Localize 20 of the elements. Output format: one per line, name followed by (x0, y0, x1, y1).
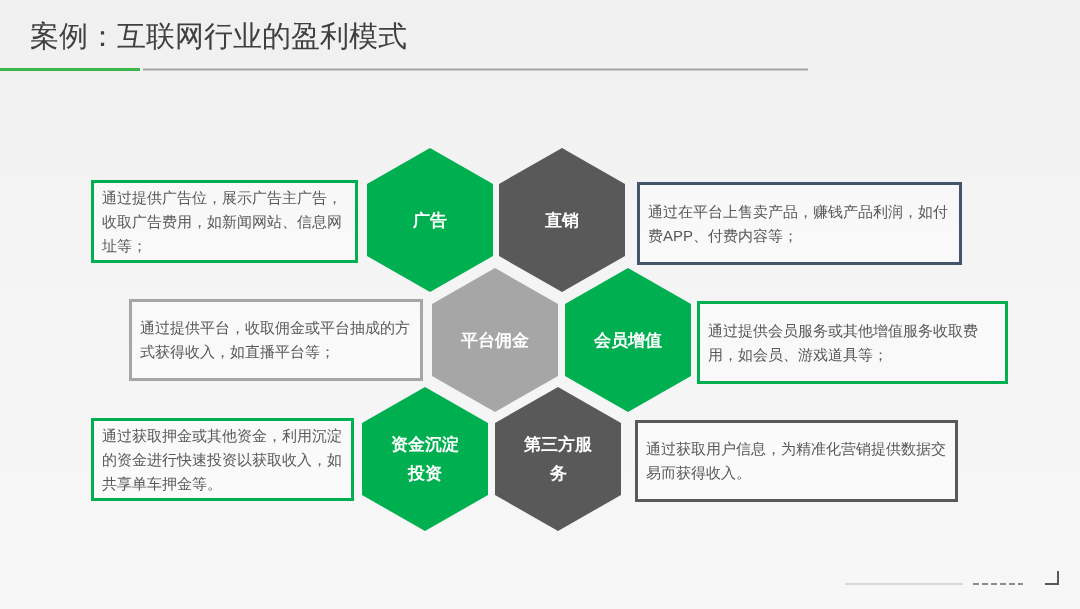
description-panel (91, 180, 358, 263)
model-name: 广告 (412, 209, 448, 232)
description-panel (637, 182, 962, 265)
description-text: 通过在平台上售卖产品，赚钱产品利润，如付费APP、付费内容等； (648, 201, 949, 246)
model-name: 资金沉淀投资 (390, 434, 460, 485)
model-name: 第三方服务 (523, 434, 593, 485)
description-text: 通过获取用户信息，为精准化营销提供数据交易而获得收入。 (646, 439, 947, 483)
hexagon-tile (565, 268, 691, 412)
description-text: 通过获取押金或其他资金，利用沉淀的资金进行快速投资以获取收入，如共享单车押金等。 (102, 425, 343, 494)
description-panel (635, 420, 958, 502)
description-panel (129, 299, 423, 381)
description-text: 通过提供广告位，展示广告主广告，收取广告费用，如新闻网站、信息网址等； (102, 187, 343, 256)
description-panel (91, 418, 354, 501)
model-name: 直销 (544, 209, 580, 232)
slide-title: 案例：互联网行业的盈利模式 (30, 19, 407, 54)
description-text: 通过提供会员服务或其他增值服务收取费用，如会员、游戏道具等； (708, 320, 979, 365)
model-name: 会员增值 (593, 329, 663, 352)
model-name: 平台佣金 (460, 329, 530, 352)
description-panel (697, 301, 1008, 384)
description-text: 通过提供平台，收取佣金或平台抽成的方式获得收入，如直播平台等； (140, 318, 411, 362)
